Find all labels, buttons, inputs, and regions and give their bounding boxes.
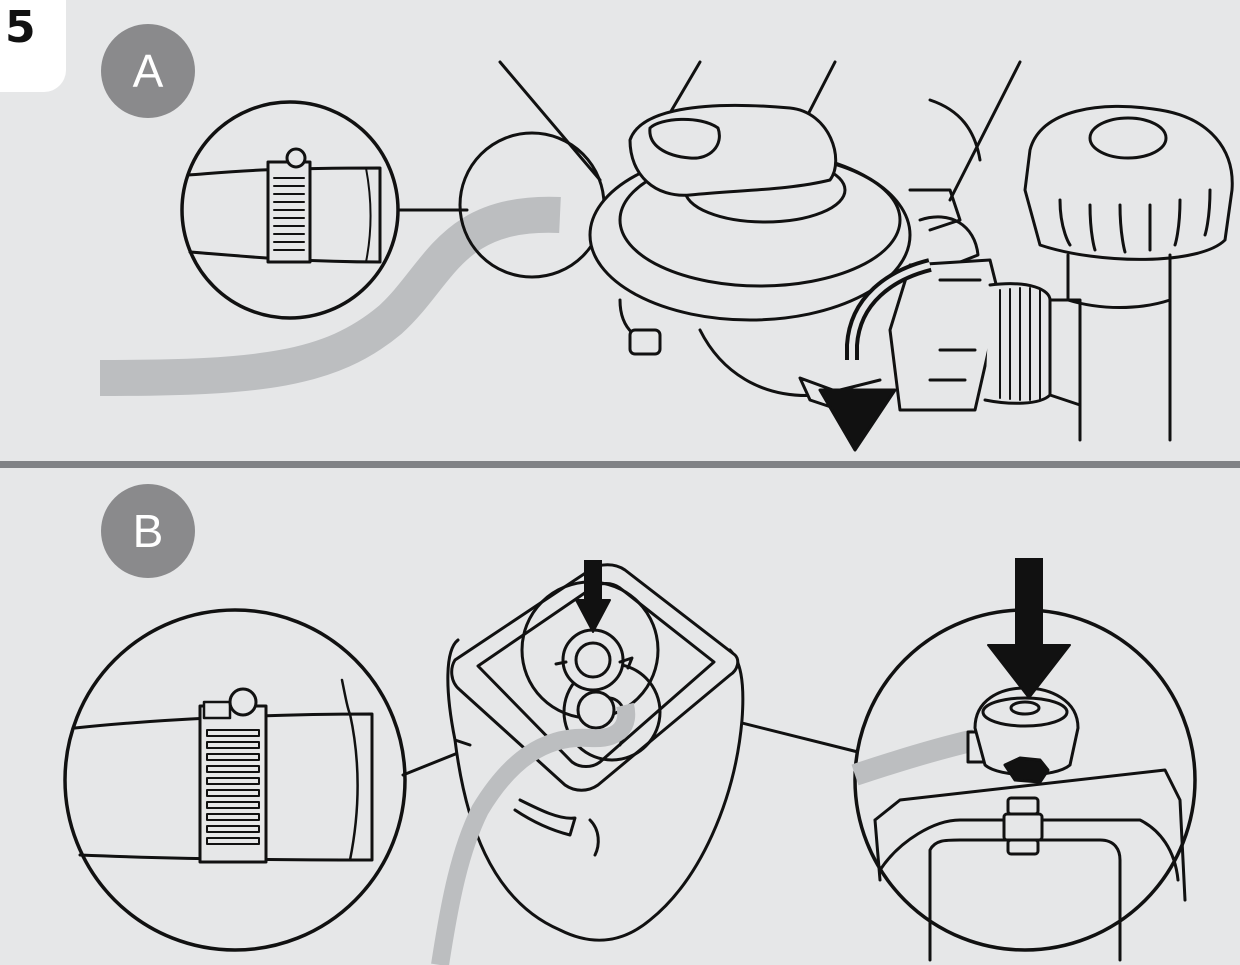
valve-cap-a [1023, 104, 1234, 309]
panel-b-label: B [101, 484, 195, 578]
cylinder-outline-a [498, 60, 1172, 442]
panel-divider [0, 461, 1240, 468]
push-down-arrow-b-small [575, 560, 611, 633]
push-down-arrow-b-large [987, 558, 1071, 699]
hose-a [99, 196, 561, 396]
coupling-nut-a [888, 258, 1082, 412]
regulator-detail-b [851, 686, 1187, 962]
panel-a-label: A [101, 24, 195, 118]
step-tab: 5 [0, 0, 66, 92]
hand-a [628, 103, 980, 272]
rotate-arrow-a [818, 258, 932, 452]
hose-clamp-detail-a [186, 147, 382, 264]
hose-b [431, 702, 636, 965]
panel-b-illustration [63, 558, 1197, 965]
panel-a-illustration [99, 60, 1234, 452]
gas-cylinder-b [446, 563, 745, 942]
hose-clamp-detail-b [73, 678, 374, 864]
step-number: 5 [5, 2, 36, 53]
